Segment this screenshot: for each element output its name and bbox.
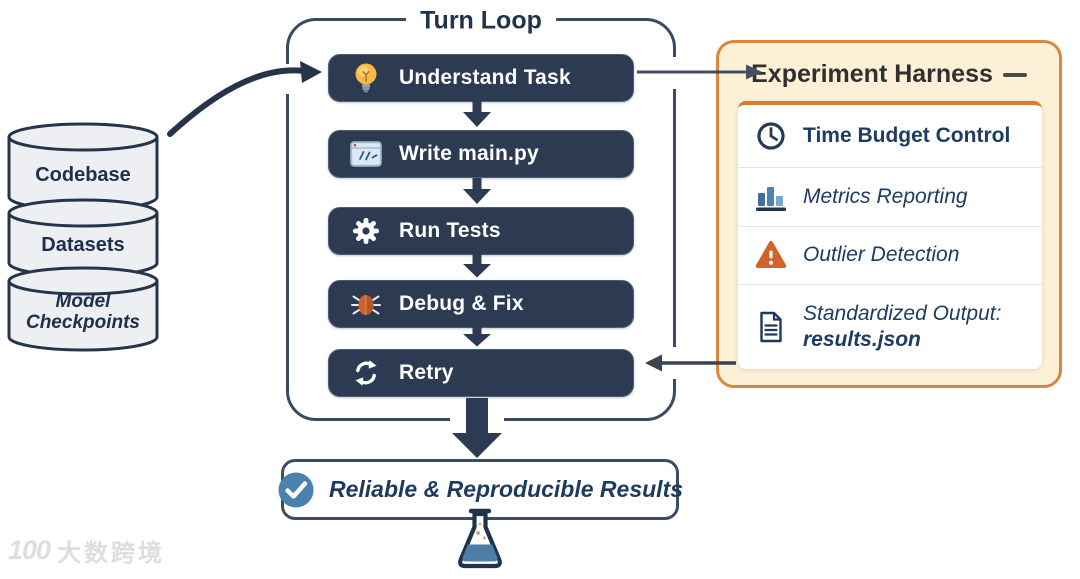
database-label: Datasets xyxy=(41,234,125,256)
database-cylinder-model-checkpoints: Model Checkpoints xyxy=(6,266,160,352)
step-label: Retry xyxy=(399,361,454,384)
step-debug-fix: Debug & Fix xyxy=(328,280,634,328)
clock-icon xyxy=(755,121,787,151)
result-label: Reliable & Reproducible Results xyxy=(328,476,684,502)
step-understand-task: Understand Task xyxy=(328,54,634,102)
code-editor-icon xyxy=(350,141,382,167)
bar-chart-icon xyxy=(755,183,787,211)
experiment-harness-header: Experiment Harness xyxy=(719,60,1059,89)
step-label: Debug & Fix xyxy=(399,292,524,315)
harness-item-outlier: Outlier Detection xyxy=(738,227,1042,286)
database-label: Model Checkpoints xyxy=(25,291,141,334)
step-label: Write main.py xyxy=(399,142,539,165)
harness-item-value: results.json xyxy=(803,328,921,352)
harness-item-time-budget: Time Budget Control xyxy=(738,105,1042,168)
harness-item-standardized-output: Standardized Output: results.json xyxy=(738,285,1042,369)
experiment-harness-panel: Experiment Harness Time Budget Control xyxy=(716,40,1062,388)
lightbulb-icon xyxy=(350,62,382,94)
harness-item-label: Metrics Reporting xyxy=(803,184,968,208)
turn-loop-title: Turn Loop xyxy=(406,6,556,36)
database-icon xyxy=(7,266,159,352)
title-dash xyxy=(1002,72,1027,77)
data-sources-stack: Codebase Datasets Model Checkpoints xyxy=(6,122,160,352)
check-circle-icon xyxy=(277,471,315,509)
step-label: Understand Task xyxy=(399,66,571,89)
gear-icon xyxy=(350,217,382,245)
watermark-logo: 100 xyxy=(8,535,51,565)
database-label: Codebase xyxy=(35,164,131,186)
database-icon xyxy=(7,198,159,278)
bug-icon xyxy=(350,291,382,318)
step-write-main-py: Write main.py xyxy=(328,130,634,178)
step-retry: Retry xyxy=(328,349,634,397)
database-cylinder-datasets: Datasets xyxy=(6,198,160,278)
database-icon xyxy=(7,122,159,212)
step-run-tests: Run Tests xyxy=(328,207,634,255)
step-label: Run Tests xyxy=(399,219,501,242)
harness-item-label: Outlier Detection xyxy=(803,243,960,267)
flask-icon xyxy=(447,506,513,579)
document-icon xyxy=(755,311,787,343)
harness-item-label: Time Budget Control xyxy=(803,123,1011,147)
database-cylinder-codebase: Codebase xyxy=(6,122,160,212)
harness-item-metrics: Metrics Reporting xyxy=(738,168,1042,227)
experiment-harness-title: Experiment Harness xyxy=(751,60,993,88)
harness-item-label: Standardized Output: xyxy=(803,301,1002,325)
warning-icon xyxy=(755,240,787,270)
turn-loop-container: Turn Loop Understand Task Write main.py xyxy=(286,6,676,421)
watermark-text: 大数跨境 xyxy=(57,540,166,567)
result-box: Reliable & Reproducible Results xyxy=(278,459,683,520)
refresh-icon xyxy=(350,359,382,387)
harness-feature-card: Time Budget Control Metrics Reporting xyxy=(738,101,1042,369)
watermark: 100 大数跨境 xyxy=(8,533,165,568)
